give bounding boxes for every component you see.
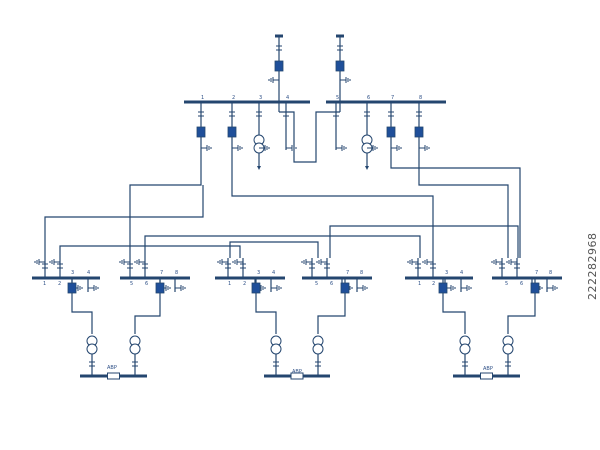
g3-label-8: 8: [549, 270, 552, 276]
group-3-breaker-1: [438, 282, 448, 294]
g2-avr-label: АВР: [292, 369, 302, 375]
incomer-left-breaker: [274, 60, 284, 72]
top-b-label-5: 5: [336, 95, 339, 101]
top-a-label-2: 2: [232, 95, 235, 101]
g3-label-1: 1: [418, 281, 421, 287]
g2-label-7: 7: [346, 270, 349, 276]
route-a: [129, 150, 202, 258]
g3-label-3: 3: [445, 270, 448, 276]
devices: [32, 34, 562, 380]
group-1-link-2: [134, 306, 161, 334]
g3-label-5: 5: [505, 281, 508, 287]
top-bus-labels: 1 2 3 4 5 6 7 8: [201, 95, 422, 101]
g1-label-1: 1: [43, 281, 46, 287]
g3-label-6: 6: [520, 281, 523, 287]
top-left-breaker-2: [227, 126, 237, 138]
group-3-tie-switch: [480, 372, 493, 380]
group-2-breaker-1: [251, 282, 261, 294]
group-1-breaker-2: [155, 282, 165, 294]
group-3-bus-labels: 1 2 3 4 5 6 7 8 АВР: [418, 270, 552, 372]
route-h: [229, 241, 319, 258]
group-3-transformer-1-lv: [459, 343, 471, 355]
g1-label-8: 8: [175, 270, 178, 276]
group-1-tie-switch: [107, 372, 120, 380]
group-1-bus-labels: 1 2 3 4 5 6 7 8 АВР: [43, 270, 178, 371]
group-1-transformer-1-lv: [86, 343, 98, 355]
arrow: [257, 166, 261, 170]
group-2-bus-labels: 1 2 3 4 5 6 7 8 АВР: [228, 270, 363, 375]
route-e: [44, 185, 204, 258]
g1-label-4: 4: [87, 270, 90, 276]
g2-label-2: 2: [243, 281, 246, 287]
group-1-breaker-1: [67, 282, 77, 294]
g1-label-6: 6: [145, 281, 148, 287]
top-b-label-8: 8: [419, 95, 422, 101]
g1-label-7: 7: [160, 270, 163, 276]
group-2-transformer-2-lv: [312, 343, 324, 355]
group-3-transformer-2-lv: [502, 343, 514, 355]
group-3-link-2: [507, 306, 536, 334]
arrow: [365, 166, 369, 170]
incomer-cross-link: [279, 111, 340, 163]
g1-avr-label: АВР: [107, 365, 117, 371]
top-b-label-6: 6: [367, 95, 370, 101]
group-2-link-1: [255, 306, 277, 334]
connection-lines: [44, 36, 548, 376]
g3-avr-label: АВР: [483, 366, 493, 372]
route-b: [231, 150, 434, 258]
group-2-breaker-2: [340, 282, 350, 294]
top-left-breaker-1: [196, 126, 206, 138]
group-1-link-1: [71, 306, 93, 334]
g3-label-7: 7: [535, 270, 538, 276]
g2-label-5: 5: [315, 281, 318, 287]
route-d: [418, 150, 509, 258]
g3-label-4: 4: [460, 270, 463, 276]
top-right-breaker-3: [386, 126, 396, 138]
g2-label-3: 3: [257, 270, 260, 276]
top-b-label-7: 7: [391, 95, 394, 101]
g2-label-8: 8: [360, 270, 363, 276]
top-a-label-3: 3: [259, 95, 262, 101]
group-3-breaker-2: [530, 282, 540, 294]
group-3-link-1: [442, 306, 466, 334]
stock-id-watermark: 222282968: [586, 232, 599, 301]
g3-label-2: 2: [432, 281, 435, 287]
group-2-tie-switch: [290, 372, 304, 380]
route-f: [59, 245, 241, 258]
group-2-link-2: [317, 306, 346, 334]
group-1-transformer-2-lv: [129, 343, 141, 355]
route-g: [144, 235, 421, 258]
route-c: [390, 150, 521, 258]
g2-label-6: 6: [330, 281, 333, 287]
route-i: [329, 225, 519, 258]
top-a-label-1: 1: [201, 95, 204, 101]
g1-label-2: 2: [58, 281, 61, 287]
group-2-transformer-1-lv: [270, 343, 282, 355]
top-right-breaker-4: [414, 126, 424, 138]
top-a-label-4: 4: [286, 95, 289, 101]
g2-label-4: 4: [272, 270, 275, 276]
g1-label-3: 3: [71, 270, 74, 276]
g2-label-1: 1: [228, 281, 231, 287]
g1-label-5: 5: [130, 281, 133, 287]
incomer-right-breaker: [335, 60, 345, 72]
